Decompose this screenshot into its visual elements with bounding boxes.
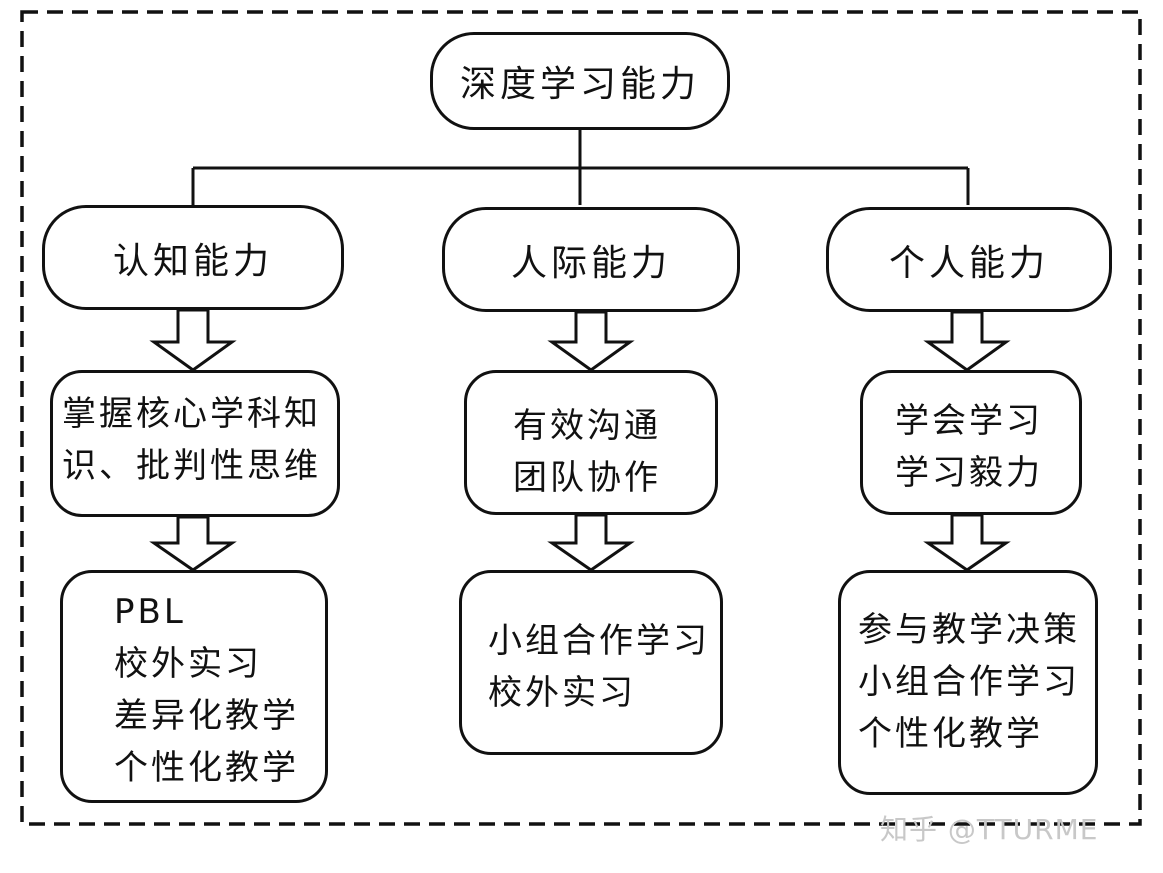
goal-line: 学习毅力 [895, 453, 1043, 493]
goal-lines-cognitive: 掌握核心学科知 识、批判性思维 [62, 388, 321, 492]
method-lines-interpersonal: 小组合作学习 校外实习 [488, 615, 710, 719]
goal-node-personal [860, 370, 1082, 515]
method-line: 校外实习 [114, 644, 262, 684]
method-node-personal [838, 570, 1098, 795]
root-label: 深度学习能力 [459, 64, 700, 105]
goal-line: 学会学习 [895, 401, 1043, 441]
method-lines-personal: 参与教学决策 小组合作学习 个性化教学 [858, 604, 1080, 760]
arrow-left-2 [149, 515, 237, 572]
arrow-right-1 [923, 310, 1011, 372]
root-node: 深度学习能力 [430, 32, 730, 130]
method-line: 个性化教学 [858, 714, 1043, 754]
arrow-middle-2 [547, 513, 635, 572]
ability-label: 人际能力 [510, 242, 671, 284]
watermark: 知乎 @TTURME [880, 813, 1099, 846]
goal-node-cognitive [50, 370, 340, 517]
method-line: 小组合作学习 [858, 662, 1080, 702]
goal-lines-interpersonal: 有效沟通 团队协作 [513, 400, 661, 504]
goal-line: 团队协作 [513, 458, 661, 498]
goal-line: 掌握核心学科知 [62, 394, 321, 434]
arrow-left-1 [149, 308, 237, 372]
method-line: 个性化教学 [114, 748, 299, 788]
arrow-middle-1 [547, 310, 635, 372]
goal-node-interpersonal [464, 370, 718, 515]
ability-node-interpersonal: 人际能力 [442, 207, 740, 312]
method-line: 小组合作学习 [488, 621, 710, 661]
ability-label: 认知能力 [112, 240, 273, 282]
method-node-interpersonal [459, 570, 723, 755]
ability-node-cognitive: 认知能力 [42, 205, 344, 310]
method-node-cognitive [60, 570, 328, 803]
ability-node-personal: 个人能力 [826, 207, 1112, 312]
dashed-frame [20, 10, 1142, 826]
arrow-right-2 [923, 513, 1011, 572]
goal-line: 有效沟通 [513, 406, 661, 446]
method-line: PBL [114, 592, 186, 632]
method-lines-cognitive: PBL 校外实习 差异化教学 个性化教学 [114, 586, 299, 794]
ability-label: 个人能力 [888, 242, 1049, 284]
method-line: 差异化教学 [114, 696, 299, 736]
goal-lines-personal: 学会学习 学习毅力 [895, 395, 1043, 499]
goal-line: 识、批判性思维 [62, 446, 321, 486]
method-line: 校外实习 [488, 673, 636, 713]
method-line: 参与教学决策 [858, 610, 1080, 650]
